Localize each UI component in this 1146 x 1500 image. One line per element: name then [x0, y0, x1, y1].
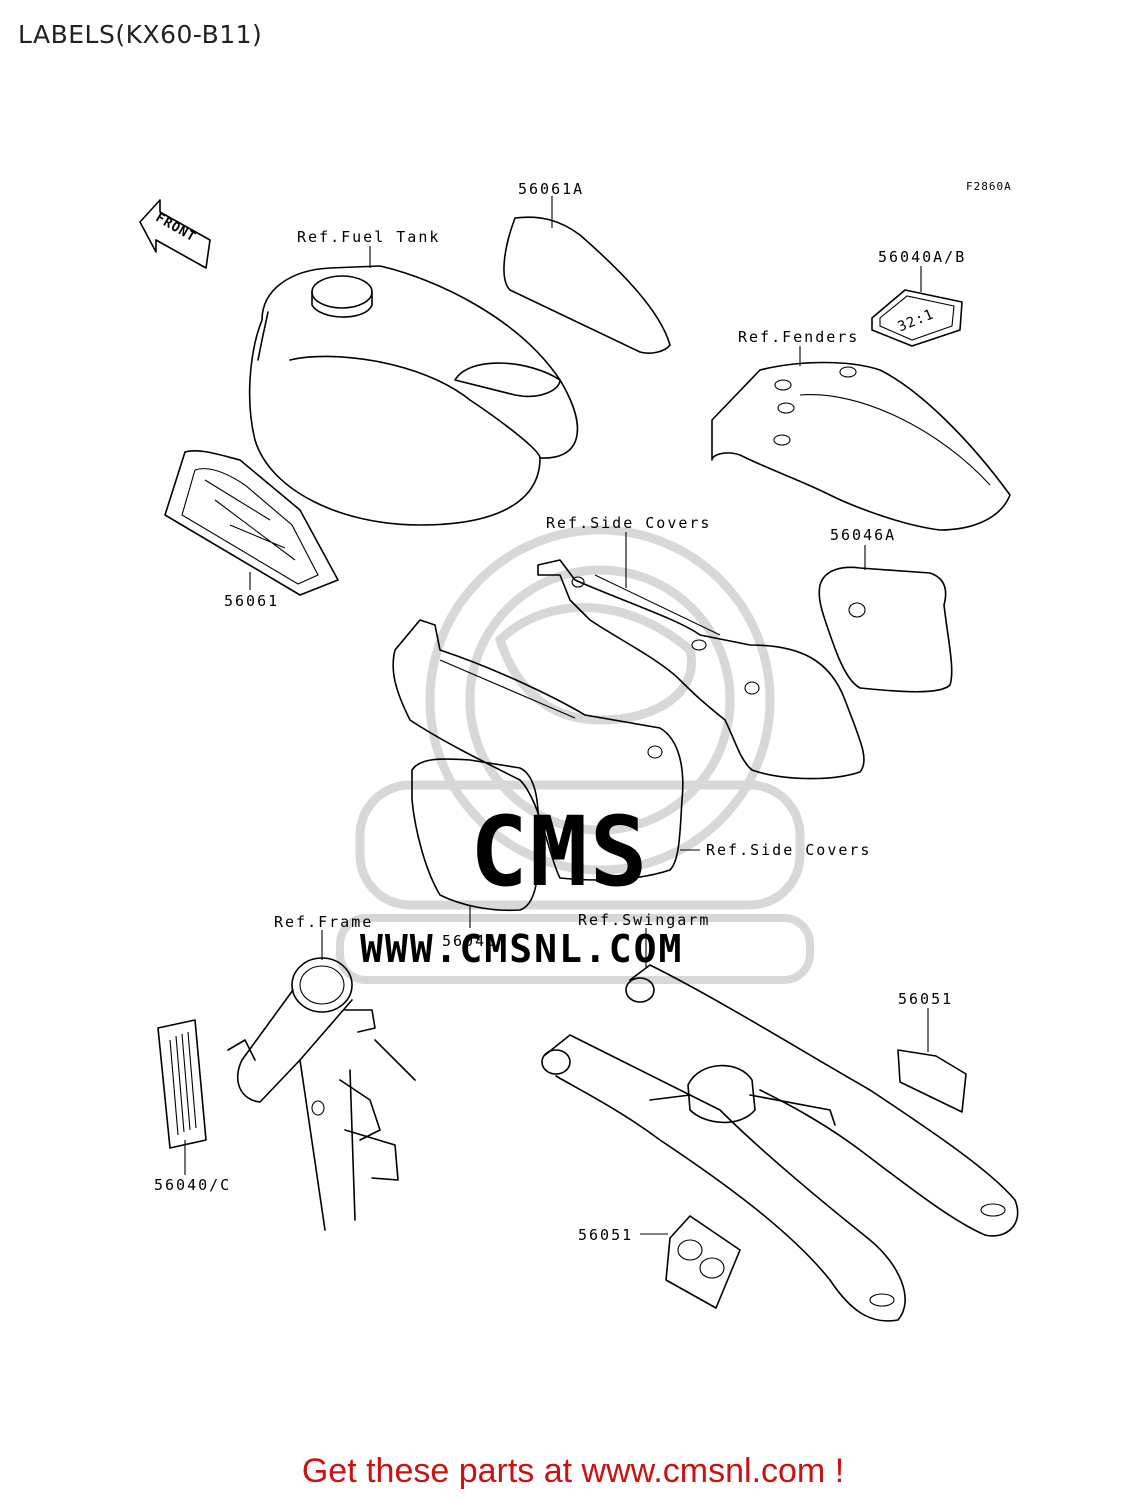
decal-56040AB: 32:1 [871, 289, 963, 347]
decal-56046A [818, 566, 953, 693]
figure-code: F2860A [966, 180, 1012, 193]
watermark-url: WWW.CMSNL.COM [360, 927, 683, 971]
side-cover-upper-outline [537, 559, 865, 780]
front-arrow-icon: FRONT [139, 199, 211, 269]
label-ref-side-covers-top: Ref.Side Covers [546, 514, 711, 532]
decal-56061 [164, 450, 339, 596]
decal-56051-top [897, 1049, 967, 1113]
label-56040AB: 56040A/B [878, 248, 966, 266]
label-56061: 56061 [224, 592, 279, 610]
watermark-brand: CMS [470, 796, 649, 908]
label-ref-side-covers-bottom: Ref.Side Covers [706, 841, 871, 859]
side-cover-lower-outline [392, 619, 684, 881]
page-title: LABELS(KX60-B11) [18, 20, 263, 49]
label-56046A: 56046A [830, 526, 896, 544]
label-ref-fuel-tank: Ref.Fuel Tank [297, 228, 440, 246]
cms-watermark: CMS WWW.CMSNL.COM [336, 525, 814, 984]
label-56051-bottom: 56051 [578, 1226, 633, 1244]
decal-56061A [503, 216, 671, 354]
label-ref-frame: Ref.Frame [274, 913, 373, 931]
label-ref-swingarm: Ref.Swingarm [578, 911, 710, 929]
callout-labels: Ref.Fuel Tank 56061A 56040A/B Ref.Fender… [154, 180, 966, 1244]
fuel-tank-outline [248, 265, 579, 526]
decal-56051-bottom [665, 1215, 741, 1309]
label-56046: 56046 [442, 932, 497, 950]
label-56051-top: 56051 [898, 990, 953, 1008]
frame-outline [227, 957, 416, 1231]
leader-lines [184, 196, 929, 1235]
swingarm-outline [541, 964, 1019, 1322]
label-ref-fenders: Ref.Fenders [738, 328, 859, 346]
footer-link[interactable]: Get these parts at www.cmsnl.com ! [301, 1452, 845, 1490]
label-56061A: 56061A [518, 180, 584, 198]
decal-56040C [157, 1019, 207, 1149]
fender-decal-text: 32:1 [896, 306, 937, 335]
fender-outline [711, 361, 1011, 531]
label-56040C: 56040/C [154, 1176, 231, 1194]
front-arrow-label: FRONT [153, 210, 199, 245]
decal-56046 [411, 758, 540, 912]
